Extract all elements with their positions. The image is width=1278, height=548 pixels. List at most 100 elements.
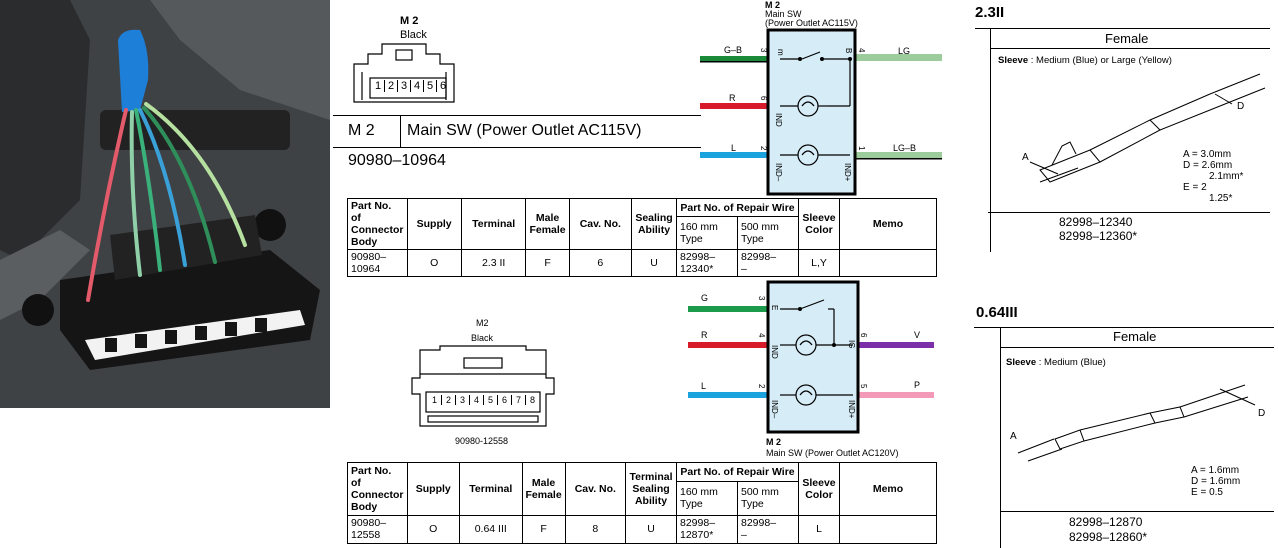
bottom-th-part: Part No. of Connector Body bbox=[347, 462, 408, 516]
top-wire-label-l: L bbox=[731, 143, 737, 153]
bottom-pin-6: 6 bbox=[498, 395, 512, 405]
terminal-23-drawing bbox=[1010, 70, 1270, 200]
top-connector-face: 1 2 3 4 5 6 bbox=[352, 42, 456, 104]
top-td-160: 82998–12340* bbox=[676, 249, 738, 277]
top-td-sleeve: L,Y bbox=[798, 249, 840, 277]
top-th-sealing: Sealing Ability bbox=[631, 198, 677, 250]
bottom-pin-2: 2 bbox=[442, 395, 456, 405]
top-wire-label-lgb: LG–B bbox=[893, 143, 917, 153]
bottom-th-160: 160 mm Type bbox=[676, 480, 738, 516]
top-th-cav: Cav. No. bbox=[568, 198, 633, 250]
top-part-no: 90980–10964 bbox=[348, 152, 446, 169]
bottom-td-160: 82998–12870* bbox=[676, 514, 738, 545]
bottom-pin-4: 4 bbox=[470, 395, 484, 405]
bottom-connector-color: Black bbox=[471, 333, 494, 343]
bottom-schematic-title-1: M 2 bbox=[766, 437, 782, 447]
top-pin-6: 6 bbox=[439, 80, 447, 92]
terminal-064-dim-a: A = 1.6mm bbox=[1191, 465, 1240, 476]
bottom-td-sealing: U bbox=[625, 514, 677, 545]
bottom-td-sleeve: L bbox=[798, 514, 840, 545]
bottom-schematic-title-2: Main SW (Power Outlet AC120V) bbox=[766, 448, 899, 458]
top-name-code: M 2 bbox=[348, 122, 375, 139]
connector-photo bbox=[0, 0, 330, 408]
top-td-500: 82998– – bbox=[737, 249, 799, 277]
bottom-th-memo: Memo bbox=[839, 462, 937, 516]
terminal-23-letter-a: A bbox=[1022, 152, 1029, 163]
terminal-23-dim-e: E = 2 bbox=[1183, 182, 1207, 193]
bottom-schematic bbox=[688, 280, 934, 436]
top-pin-label-3: 3 bbox=[759, 48, 768, 53]
terminal-23-dim-a: A = 3.0mm bbox=[1183, 149, 1232, 160]
bottom-th-male-female: Male Female bbox=[521, 462, 566, 516]
terminal-064-sleeve-label: Sleeve bbox=[1006, 357, 1037, 368]
bottom-th-repair-wire: Part No. of Repair Wire bbox=[676, 462, 799, 482]
top-pin-label-6: 6 bbox=[759, 96, 768, 101]
top-terminal-ind-plus: IND+ bbox=[843, 163, 852, 182]
bottom-wire-label-p: P bbox=[914, 380, 921, 390]
bottom-td-male-female: F bbox=[521, 514, 566, 545]
terminal-064-sleeve: Sleeve : Medium (Blue) bbox=[1006, 357, 1106, 368]
bottom-wire-label-l: L bbox=[701, 381, 707, 391]
top-terminal-ind-minus: IND– bbox=[774, 163, 783, 182]
bottom-connector-code: M2 bbox=[476, 318, 489, 328]
bottom-td-500: 82998– – bbox=[737, 514, 799, 545]
terminal-23-header: Female bbox=[1105, 31, 1149, 46]
top-pin-3: 3 bbox=[398, 80, 411, 92]
bottom-pin-8: 8 bbox=[529, 395, 535, 405]
top-connector-color: Black bbox=[400, 29, 427, 41]
top-th-memo: Memo bbox=[839, 198, 937, 250]
bottom-td-supply: O bbox=[406, 514, 461, 545]
bottom-pin-3: 3 bbox=[456, 395, 470, 405]
bottom-th-500: 500 mm Type bbox=[737, 480, 799, 516]
top-connector-code: M 2 bbox=[400, 15, 419, 27]
bottom-pin-label-4: 4 bbox=[757, 333, 766, 338]
bottom-part-no: 90980-12558 bbox=[455, 436, 509, 446]
terminal-064-sleeve-text: : Medium (Blue) bbox=[1036, 357, 1106, 368]
bottom-th-cav: Cav. No. bbox=[564, 462, 627, 516]
terminal-064-dim-d: D = 1.6mm bbox=[1191, 476, 1241, 487]
terminal-064-part-1: 82998–12870 bbox=[1069, 515, 1143, 529]
terminal-064-part-2: 82998–12860* bbox=[1069, 530, 1148, 544]
top-name-label: Main SW (Power Outlet AC115V) bbox=[407, 122, 642, 139]
terminal-064-title: 0.64III bbox=[976, 304, 1018, 321]
terminal-23-sleeve-label: Sleeve bbox=[998, 55, 1029, 66]
bottom-terminal-ig: IG bbox=[847, 340, 856, 349]
top-pin-label-1: 1 bbox=[857, 146, 866, 151]
top-th-500: 500 mm Type bbox=[737, 216, 799, 250]
bottom-pin-label-3: 3 bbox=[757, 296, 766, 301]
terminal-064-header: Female bbox=[1113, 329, 1157, 344]
bottom-wire-label-g: G bbox=[701, 293, 709, 303]
top-schematic bbox=[700, 28, 942, 198]
bottom-th-terminal: Terminal bbox=[459, 462, 523, 516]
terminal-23-letter-d: D bbox=[1237, 101, 1245, 112]
top-td-terminal: 2.3 II bbox=[460, 249, 527, 277]
terminal-064-drawing bbox=[1010, 375, 1274, 475]
top-pin-label-2: 2 bbox=[759, 146, 768, 151]
bottom-terminal-ind-plus: IND+ bbox=[847, 400, 856, 419]
bottom-terminal-ind: IND bbox=[770, 345, 779, 359]
top-td-part: 90980–10964 bbox=[347, 249, 408, 277]
terminal-23-dim-e2: 1.25* bbox=[1209, 193, 1233, 204]
bottom-connector-face: 1 2 3 4 5 6 7 8 bbox=[410, 344, 556, 428]
top-th-part: Part No. of Connector Body bbox=[347, 198, 408, 250]
bottom-pin-1: 1 bbox=[428, 395, 442, 405]
top-pin-4: 4 bbox=[411, 80, 424, 92]
top-td-male-female: F bbox=[525, 249, 570, 277]
terminal-064-dim-e: E = 0.5 bbox=[1191, 487, 1223, 498]
bottom-terminal-ind-minus: IND– bbox=[770, 400, 779, 419]
top-terminal-b: B bbox=[844, 48, 853, 54]
bottom-pin-5: 5 bbox=[484, 395, 498, 405]
bottom-terminal-e: E bbox=[770, 305, 779, 311]
terminal-23-panel bbox=[990, 28, 1271, 252]
top-terminal-m: m bbox=[776, 49, 785, 56]
top-schematic-title-2: Main SW bbox=[765, 9, 802, 19]
top-schematic-title-3: (Power Outlet AC115V) bbox=[765, 18, 858, 28]
terminal-23-part-2: 82998–12360* bbox=[1059, 229, 1138, 243]
top-td-supply: O bbox=[406, 249, 462, 277]
bottom-td-terminal: 0.64 III bbox=[459, 514, 523, 545]
top-td-sealing: U bbox=[631, 249, 677, 277]
top-spec-table: Part No. of Connector Body Supply Termin… bbox=[347, 197, 937, 277]
terminal-23-dim-d2: 2.1mm* bbox=[1209, 171, 1244, 182]
top-wire-label-lg: LG bbox=[898, 46, 911, 56]
terminal-23-sleeve: Sleeve : Medium (Blue) or Large (Yellow) bbox=[998, 55, 1172, 66]
